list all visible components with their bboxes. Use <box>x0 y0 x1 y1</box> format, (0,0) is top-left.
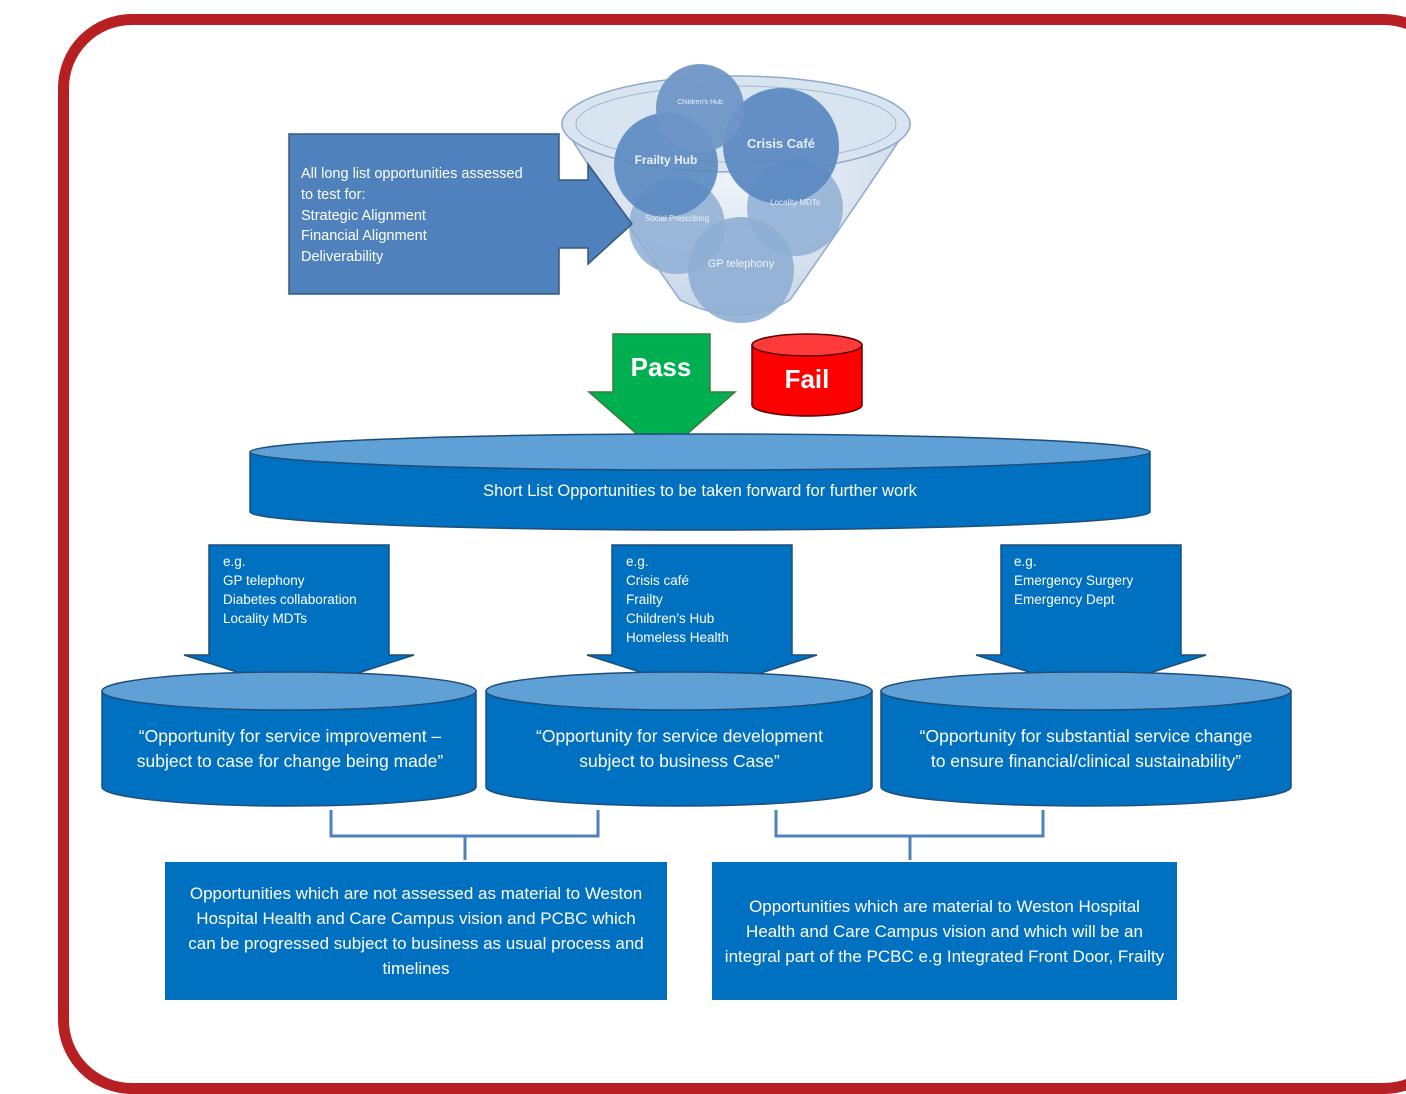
bubble-gp <box>688 217 794 323</box>
fail-label: Fail <box>784 364 830 394</box>
opportunity-line: subject to case for change being made” <box>136 751 444 771</box>
pass-label: Pass <box>630 352 692 382</box>
opportunity-line: “Opportunity for service improvement – <box>138 726 442 746</box>
bubble-label-locality: Locality MDTs <box>770 198 820 207</box>
bubble-label-crisis: Crisis Café <box>747 136 815 151</box>
assessment-line: Deliverability <box>301 249 384 266</box>
example-item: e.g. <box>626 554 649 569</box>
funnel <box>560 64 912 323</box>
example-list-2: e.g. Crisis café Frailty Children’s Hub … <box>626 552 729 647</box>
assessment-line: Financial Alignment <box>301 228 427 245</box>
bracket-right <box>774 810 1045 860</box>
bubble-label-children: Children's Hub <box>677 99 723 106</box>
fail-cylinder <box>751 333 863 417</box>
assessment-line: All long list opportunities assessed <box>301 166 523 182</box>
opportunity-line: “Opportunity for substantial service cha… <box>919 726 1253 746</box>
example-item: Crisis café <box>626 573 690 588</box>
example-item: Diabetes collaboration <box>223 592 357 607</box>
assessment-line: Strategic Alignment <box>301 207 426 224</box>
outcome-text: Opportunities which are material to West… <box>724 896 1165 966</box>
opportunity-label-2: “Opportunity for service development sub… <box>487 724 872 774</box>
outcome-box-material: Opportunities which are material to West… <box>712 862 1177 1000</box>
example-list-3: e.g. Emergency Surgery Emergency Dept <box>1014 552 1133 609</box>
opportunity-line: to ensure financial/clinical sustainabil… <box>930 751 1242 771</box>
opportunity-cylinder-3 <box>880 671 1292 807</box>
opportunity-line: “Opportunity for service development <box>536 726 823 746</box>
opportunity-label-1: “Opportunity for service improvement – s… <box>105 724 475 774</box>
assessment-arrow <box>288 133 634 295</box>
example-item: Emergency Surgery <box>1014 573 1134 588</box>
example-item: Locality MDTs <box>223 611 308 626</box>
bracket-left <box>329 810 600 860</box>
example-item: Frailty <box>626 592 663 607</box>
opportunity-label-3: “Opportunity for substantial service cha… <box>883 724 1289 774</box>
opportunity-cylinder-2 <box>485 671 873 807</box>
example-item: GP telephony <box>223 573 305 588</box>
assessment-text: All long list opportunities assessed to … <box>301 164 551 268</box>
opportunity-cylinder-1 <box>101 671 477 807</box>
outcome-text: Opportunities which are not assessed as … <box>188 884 644 978</box>
shortlist-cylinder <box>249 433 1151 531</box>
opportunity-line: subject to business Case” <box>579 751 780 771</box>
pass-arrow <box>587 333 737 457</box>
shortlist-label: Short List Opportunities to be taken for… <box>483 482 917 500</box>
example-item: e.g. <box>223 554 246 569</box>
example-item: Emergency Dept <box>1014 592 1115 607</box>
bubble-label-social: Social Prescribing <box>644 214 710 223</box>
outcome-box-not-material: Opportunities which are not assessed as … <box>165 862 667 1000</box>
example-item: Homeless Health <box>626 630 729 645</box>
example-item: e.g. <box>1014 554 1037 569</box>
bubble-label-gp: GP telephony <box>707 258 775 270</box>
example-item: Children’s Hub <box>626 611 715 626</box>
bubble-children <box>656 64 744 152</box>
bubble-crisis <box>723 88 839 204</box>
flow-diagram <box>101 64 1292 860</box>
example-list-1: e.g. GP telephony Diabetes collaboration… <box>223 552 357 628</box>
assessment-line: to test for: <box>301 186 366 203</box>
bubble-label-frailty: Frailty Hub <box>634 153 698 167</box>
